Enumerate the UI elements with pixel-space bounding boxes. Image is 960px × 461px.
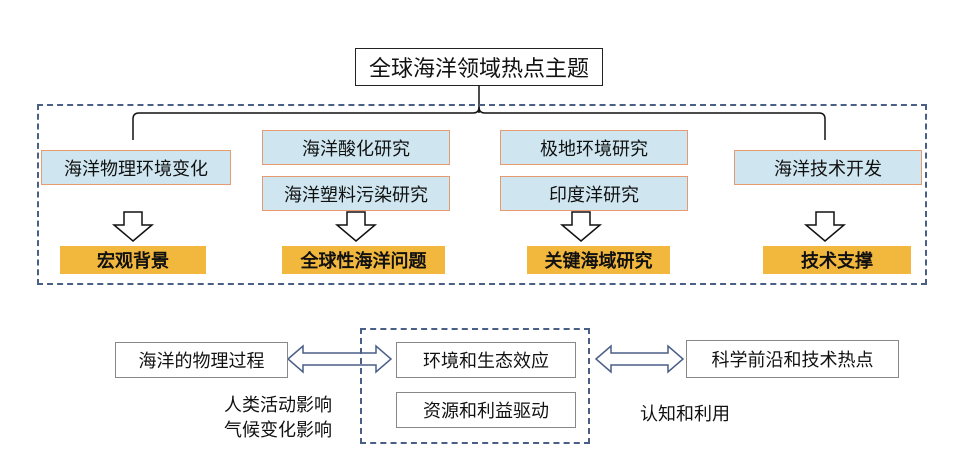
down-arrow-1 (111, 211, 155, 242)
box-physical-processes: 海洋的物理过程 (115, 342, 288, 378)
double-arrows (286, 344, 685, 374)
category-label: 宏观背景 (97, 251, 169, 272)
topic-label: 海洋塑料污染研究 (284, 184, 428, 206)
box-environment-ecology: 环境和生态效应 (396, 342, 576, 378)
note-climate-change: 气候变化影响 (224, 420, 332, 441)
box-label: 资源和利益驱动 (423, 401, 549, 422)
tree-connectors (132, 86, 826, 140)
topic-box-ocean-acidification: 海洋酸化研究 (262, 130, 450, 165)
category-box-macro-background: 宏观背景 (60, 246, 206, 274)
box-label: 环境和生态效应 (423, 351, 549, 372)
category-box-global-issues: 全球性海洋问题 (282, 246, 445, 274)
topic-label: 海洋物理环境变化 (64, 158, 208, 180)
double-arrow-right (594, 344, 685, 374)
category-box-key-sea-areas: 关键海域研究 (527, 246, 670, 274)
note-human-activity: 人类活动影响 (224, 395, 332, 416)
topic-box-polar-environment: 极地环境研究 (500, 130, 688, 165)
topics-group-frame (37, 104, 927, 285)
category-label: 技术支撑 (801, 251, 873, 272)
category-box-tech-support: 技术支撑 (763, 246, 911, 274)
box-label: 科学前沿和技术热点 (711, 350, 874, 371)
double-arrow-left (286, 344, 393, 374)
topic-box-ocean-technology: 海洋技术开发 (734, 150, 922, 185)
topic-label: 海洋技术开发 (774, 158, 882, 180)
category-label: 关键海域研究 (544, 251, 653, 272)
note-cognition-utilization: 认知和利用 (640, 404, 730, 425)
topic-label: 印度洋研究 (549, 184, 639, 206)
topic-label: 极地环境研究 (540, 138, 648, 160)
root-title-box: 全球海洋领域热点主题 (355, 48, 603, 86)
down-arrow-4 (803, 211, 847, 242)
down-arrow-3 (559, 211, 603, 242)
topic-box-physical-environment: 海洋物理环境变化 (41, 150, 231, 185)
box-resources-interests: 资源和利益驱动 (396, 392, 576, 428)
drivers-group-frame (360, 328, 590, 444)
box-label: 海洋的物理过程 (138, 351, 265, 372)
topic-label: 海洋酸化研究 (302, 138, 410, 160)
topic-box-indian-ocean: 印度洋研究 (500, 176, 688, 211)
box-science-frontier: 科学前沿和技术热点 (686, 340, 899, 378)
topic-box-plastic-pollution: 海洋塑料污染研究 (262, 176, 450, 211)
category-label: 全球性海洋问题 (300, 251, 427, 272)
root-title: 全球海洋领域热点主题 (368, 57, 589, 82)
down-arrows (111, 211, 847, 242)
down-arrow-2 (334, 211, 378, 242)
